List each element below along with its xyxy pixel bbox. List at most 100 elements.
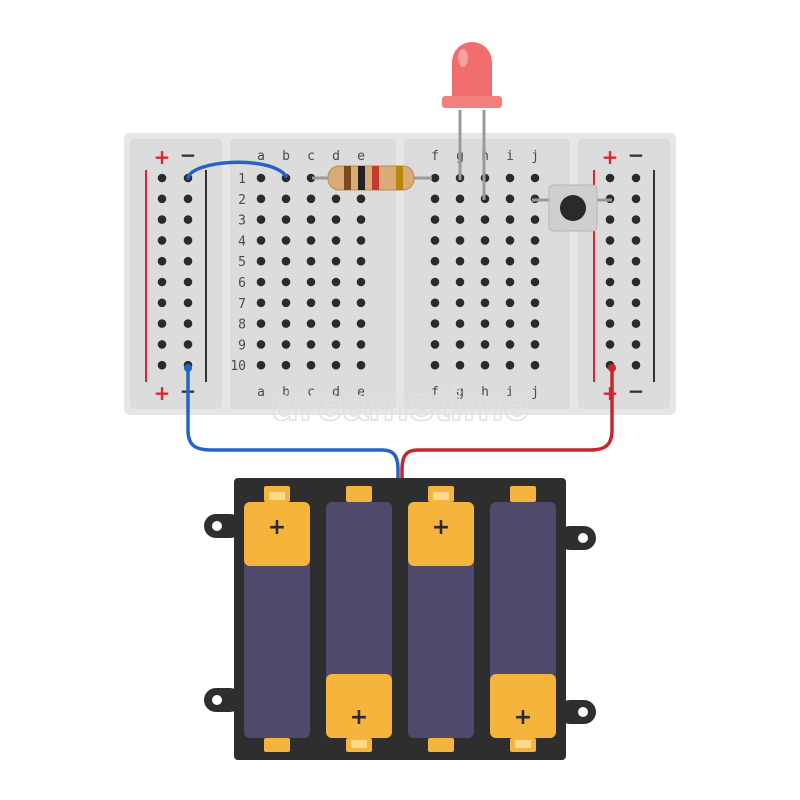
left-rail-minus-top: − [180,143,197,167]
red-wire-end [608,364,616,372]
row-number: 2 [238,193,246,208]
rail-hole [157,277,167,287]
rail-hole [183,256,193,266]
rail-hole [157,173,167,183]
breadboard-hole [455,256,465,266]
breadboard-hole [281,256,291,266]
rail-hole [157,298,167,308]
breadboard-hole [281,340,291,349]
breadboard-hole [331,360,341,370]
rail-hole [605,340,615,349]
rail-hole [183,277,193,287]
breadboard-hole [480,298,490,308]
row-number: 6 [238,276,246,291]
breadboard: + − + − + − + − aabbccddeeffgghhiijj1234… [124,133,676,415]
left-terminal-panel [230,139,396,409]
breadboard-hole [256,360,266,370]
breadboard-hole [356,319,366,328]
breadboard-hole [306,298,316,308]
rail-hole [157,215,167,224]
resistor-band-1 [344,166,351,190]
battery-terminal [351,740,367,748]
column-letter-bottom: g [456,385,464,400]
right-rail-minus-top: − [628,143,645,167]
column-letter-bottom: f [431,385,439,400]
breadboard-hole [480,360,490,370]
battery-holder-frame [234,478,566,760]
battery-cap [244,502,310,566]
breadboard-hole [505,319,515,328]
breadboard-hole [256,215,266,224]
breadboard-hole [430,298,440,308]
breadboard-hole [455,277,465,287]
breadboard-hole [430,360,440,370]
breadboard-hole [505,173,515,183]
breadboard-hole [430,277,440,287]
breadboard-hole [505,236,515,245]
rail-hole [157,360,167,370]
screw-icon [204,688,242,712]
column-letter-top: a [257,149,265,164]
battery-terminal [433,492,449,500]
blue-wire-end [184,364,192,372]
rail-hole [605,277,615,287]
rail-hole [183,194,193,204]
battery-contact-bottom [428,738,454,752]
row-number: 7 [238,297,246,312]
column-letter-bottom: h [481,385,489,400]
breadboard-hole [480,340,490,349]
row-number: 9 [238,338,246,353]
breadboard-hole [256,340,266,349]
rail-hole [631,319,641,328]
rail-hole [183,298,193,308]
battery-cell: + [244,486,310,752]
blue-wire [186,368,400,490]
breadboard-hole [505,215,515,224]
breadboard-hole [356,298,366,308]
column-letter-bottom: i [506,385,514,400]
right-terminal-panel [404,139,570,409]
column-letter-top: f [431,149,439,164]
column-letter-bottom: a [257,385,265,400]
breadboard-hole [455,298,465,308]
breadboard-hole [331,319,341,328]
rail-hole [631,360,641,370]
watermark: dreamstime [271,378,529,430]
screw-icon [204,514,242,538]
breadboard-hole [480,319,490,328]
right-rail-plus-bottom: + [602,381,619,405]
rail-hole [183,236,193,245]
rail-hole [631,215,641,224]
breadboard-hole [430,173,440,183]
breadboard-hole [530,340,540,349]
battery-cap [408,502,474,566]
breadboard-hole [455,319,465,328]
rail-hole [605,319,615,328]
resistor-band-2 [358,166,365,190]
breadboard-hole [281,298,291,308]
breadboard-hole [356,215,366,224]
breadboard-hole [256,194,266,204]
breadboard-hole [505,298,515,308]
column-letter-bottom: d [332,385,340,400]
breadboard-hole [430,256,440,266]
rail-hole [183,319,193,328]
column-letter-bottom: j [531,385,539,400]
screw-icon [558,700,596,724]
breadboard-hole [430,319,440,328]
breadboard-hole [356,340,366,349]
column-letter-bottom: b [282,385,290,400]
rail-hole [157,319,167,328]
resistor-band-3 [372,166,379,190]
breadboard-hole [430,194,440,204]
right-rail-minus-bottom: − [628,379,645,403]
push-button [532,184,612,232]
rail-hole [631,173,641,183]
battery-cap [326,674,392,738]
breadboard-hole [281,277,291,287]
breadboard-hole [256,277,266,287]
jumper-wire [186,160,288,180]
led [442,42,502,200]
breadboard-hole [530,298,540,308]
rail-hole [157,194,167,204]
